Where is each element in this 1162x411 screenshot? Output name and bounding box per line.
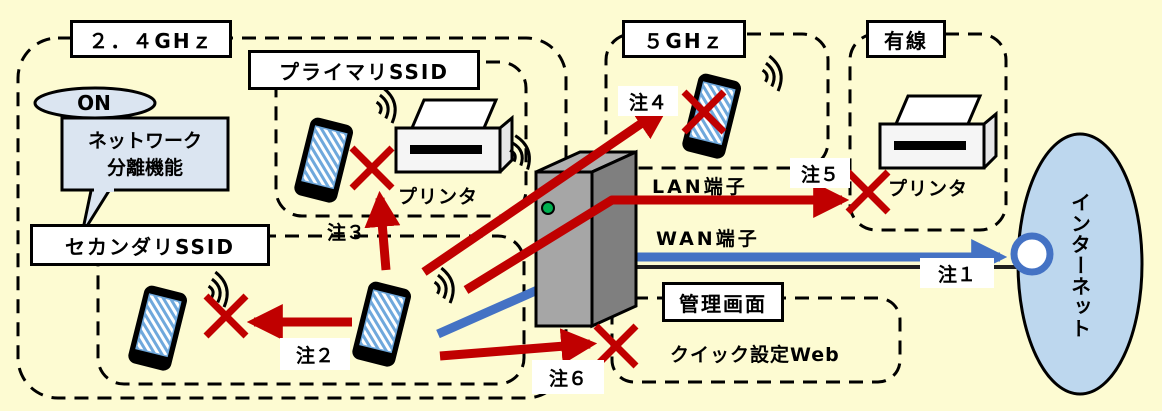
blocked-x-icon [352, 148, 392, 188]
zone-primary-ssid-label: プライマリSSID [248, 50, 480, 90]
zone-5ghz-label: ５GHｚ [622, 20, 746, 58]
printer-wired-label: プリンタ [888, 178, 969, 200]
management-item-label: クイック設定Web [670, 344, 840, 366]
wan-port-label: WAN端子 [656, 228, 760, 250]
note-4-label: 注４ [618, 86, 678, 116]
arrow-lan [463, 182, 850, 294]
bubble-body [60, 116, 230, 192]
zone-wired-label: 有線 [866, 20, 946, 58]
wifi-signal-icon [758, 52, 787, 95]
printer-icon [394, 98, 514, 174]
note-1-label: 注１ [920, 258, 994, 288]
zone-secondary-ssid [96, 234, 526, 386]
note-6-label: 注６ [532, 360, 604, 394]
on-oval [33, 86, 157, 120]
zone-management-label: 管理画面 [662, 282, 784, 322]
printer-icon [878, 94, 998, 170]
arrow-to-printer-primary [364, 190, 401, 271]
internet-label: インターネット [1067, 191, 1092, 339]
zone-secondary-ssid-label: セカンダリSSID [30, 224, 270, 266]
zone-5ghz [604, 32, 830, 170]
smartphone-icon [291, 115, 356, 206]
wifi-signal-icon [430, 264, 459, 307]
smartphone-icon [125, 283, 190, 374]
isolation-state-label: ON [77, 91, 111, 115]
note-5-label: 注５ [790, 158, 850, 188]
arrow-to-management [439, 328, 598, 365]
zone-24ghz-label: ２．４GHｚ [70, 20, 232, 58]
smartphone-icon [349, 279, 414, 370]
isolation-feature-line2: 分離機能 [106, 157, 183, 179]
wifi-signal-icon [372, 84, 401, 127]
note-2-label: 注２ [280, 338, 350, 370]
note-3-label: 注３ [326, 221, 365, 244]
isolation-feature-label: ネットワーク 分離機能 [70, 125, 220, 185]
lan-port-label: LAN端子 [652, 176, 748, 198]
isolation-feature-line1: ネットワーク [87, 130, 202, 152]
printer-primary-label: プリンタ [398, 186, 479, 208]
blocked-x-icon [848, 172, 888, 212]
internet-port-icon [1010, 232, 1054, 276]
arrow-to-5ghz [421, 103, 670, 276]
